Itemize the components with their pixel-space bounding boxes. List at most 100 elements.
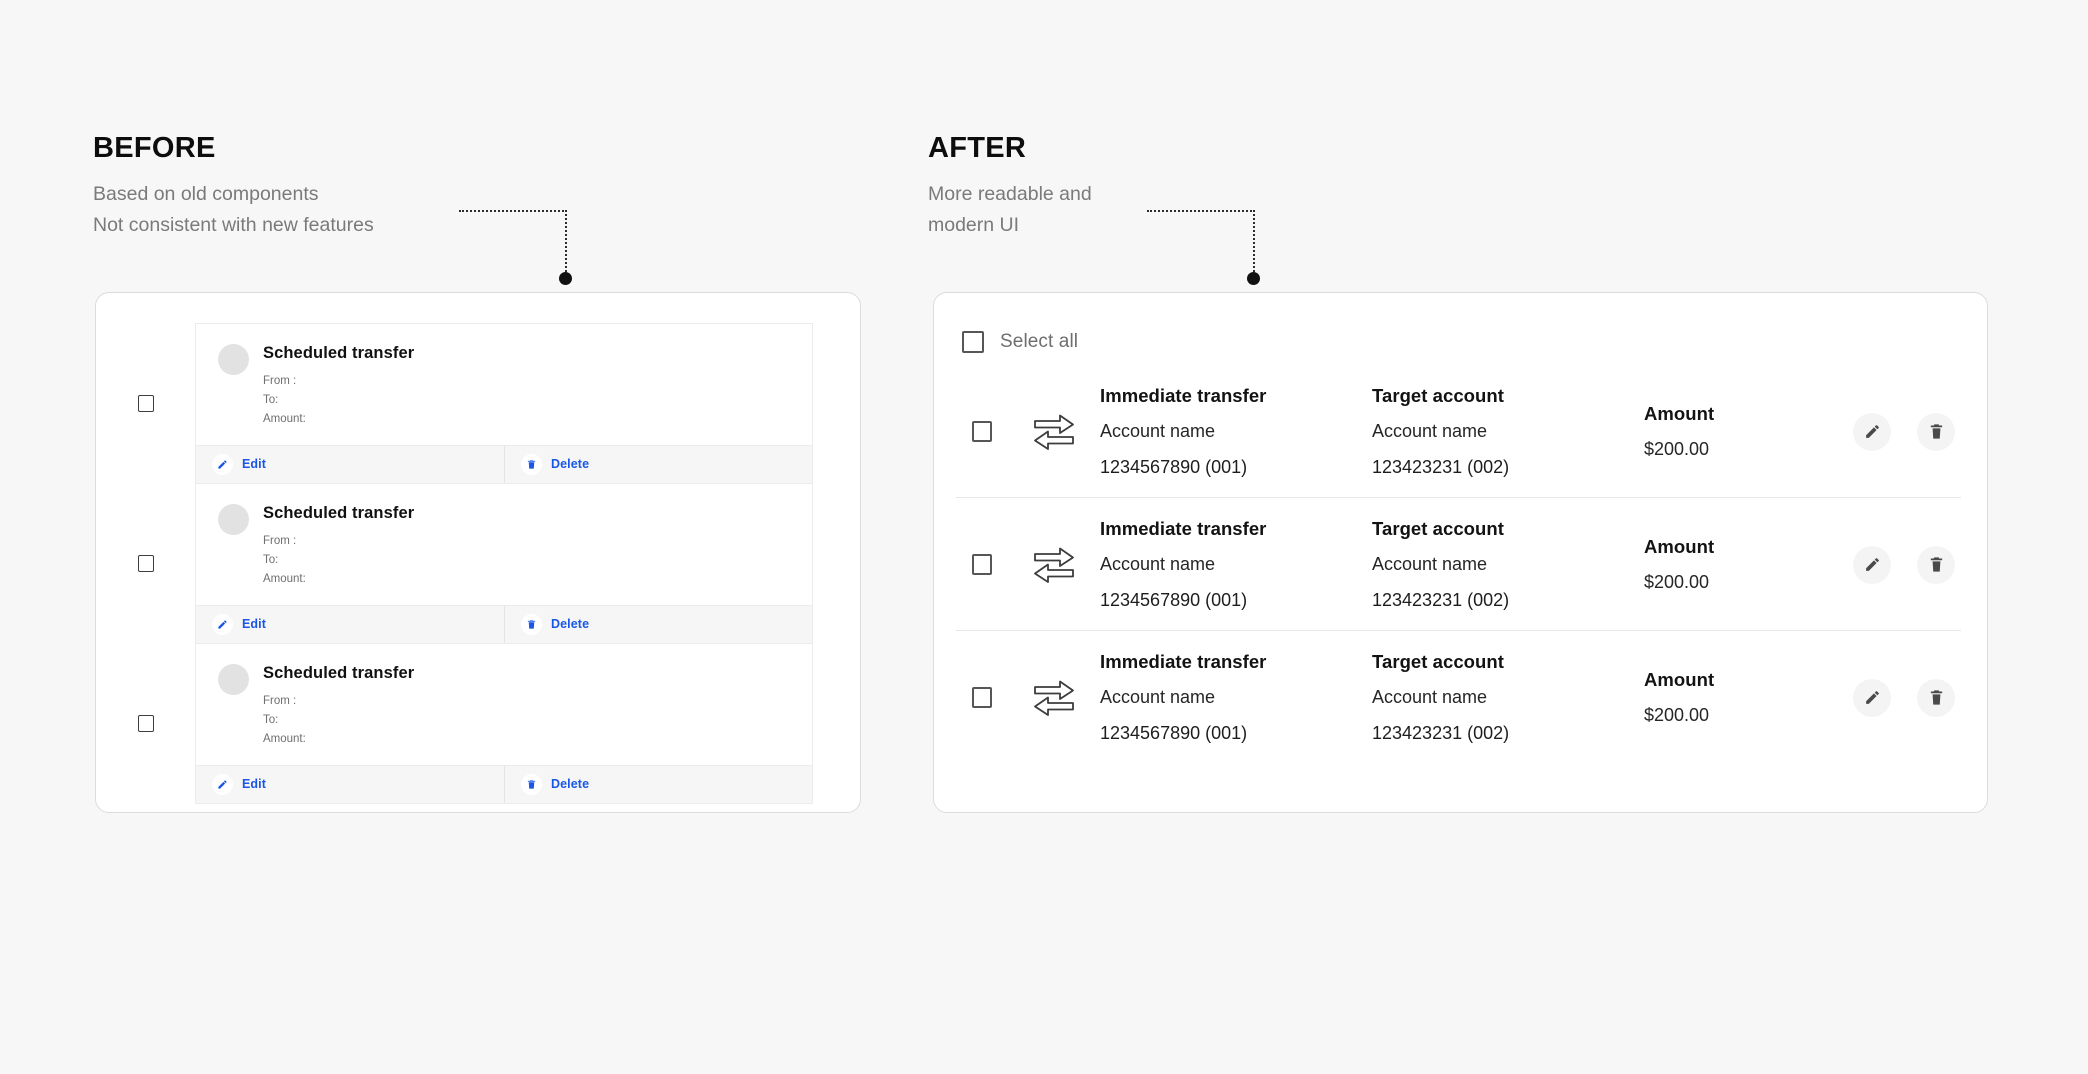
before-transfer-card: Scheduled transfer From : To: Amount: Ed…	[196, 483, 812, 643]
select-all-checkbox[interactable]	[962, 331, 984, 353]
list-item[interactable]: Scheduled transfer From : To: Amount: Ed…	[96, 483, 860, 643]
avatar	[218, 503, 249, 535]
delete-label: Delete	[551, 457, 590, 471]
after-row-checkbox-cell	[956, 687, 1008, 708]
target-account-header: Target account	[1372, 651, 1504, 672]
edit-label: Edit	[242, 617, 267, 631]
source-account-name: Account name	[1100, 421, 1216, 441]
before-subtitle: Based on old components Not consistent w…	[93, 183, 374, 236]
edit-button[interactable]	[1853, 412, 1891, 451]
amount-value: $200.00	[1644, 705, 1710, 725]
before-card-footer: Edit Delete	[196, 764, 812, 803]
transfer-amount-label: Amount:	[263, 412, 306, 425]
amount-value: $200.00	[1644, 572, 1710, 592]
transfer-amount-label: Amount:	[263, 732, 306, 745]
edit-button[interactable]: Edit	[196, 766, 504, 803]
transfer-type: Immediate transfer	[1100, 518, 1267, 539]
target-account-column: Target account Account name 123423231 (0…	[1372, 385, 1644, 478]
pointer-vertical-line	[1253, 210, 1255, 276]
transfer-from-label: From :	[263, 534, 297, 547]
delete-button[interactable]: Delete	[504, 445, 812, 483]
target-account-name: Account name	[1372, 687, 1488, 707]
delete-button[interactable]: Delete	[504, 765, 812, 803]
target-account-name: Account name	[1372, 421, 1488, 441]
row-checkbox[interactable]	[972, 421, 992, 442]
pencil-icon	[1864, 423, 1881, 440]
row-checkbox[interactable]	[138, 394, 154, 412]
edit-button[interactable]: Edit	[196, 446, 504, 483]
edit-button[interactable]: Edit	[196, 606, 504, 643]
pointer-vertical-line	[565, 210, 567, 276]
row-checkbox[interactable]	[138, 554, 154, 572]
edit-label: Edit	[242, 777, 267, 791]
delete-button[interactable]	[1917, 545, 1955, 584]
target-account-number: 123423231 (002)	[1372, 723, 1510, 743]
amount-value: $200.00	[1644, 439, 1710, 459]
delete-button[interactable]	[1917, 678, 1955, 717]
pointer-dot	[1247, 272, 1260, 285]
list-item[interactable]: Scheduled transfer From : To: Amount: Ed…	[96, 643, 860, 803]
trash-icon	[1928, 423, 1945, 440]
edit-button[interactable]	[1853, 545, 1891, 584]
target-account-column: Target account Account name 123423231 (0…	[1372, 651, 1644, 744]
transfer-to-label: To:	[263, 553, 279, 566]
row-checkbox[interactable]	[972, 554, 992, 575]
amount-header: Amount	[1644, 536, 1715, 557]
source-account-name: Account name	[1100, 687, 1216, 707]
edit-label: Edit	[242, 457, 267, 471]
transfer-exchange-icon	[1008, 544, 1100, 586]
amount-column: Amount $200.00	[1644, 669, 1821, 726]
before-row-checkbox-cell	[96, 554, 196, 572]
table-row[interactable]: Immediate transfer Account name 12345678…	[934, 498, 1987, 631]
transfer-type: Immediate transfer	[1100, 651, 1267, 672]
avatar	[218, 343, 249, 375]
after-subtitle: More readable and modern UI	[928, 183, 1092, 236]
before-transfer-card: Scheduled transfer From : To: Amount: Ed…	[196, 323, 812, 483]
trash-icon	[1928, 689, 1945, 706]
before-card-texts: Scheduled transfer From : To: Amount:	[263, 662, 414, 749]
transfer-title: Scheduled transfer	[263, 343, 415, 362]
amount-header: Amount	[1644, 403, 1715, 424]
amount-column: Amount $200.00	[1644, 403, 1821, 460]
before-card-footer: Edit Delete	[196, 444, 812, 483]
row-divider	[956, 630, 1961, 631]
before-row-checkbox-cell	[96, 714, 196, 732]
edit-button[interactable]	[1853, 678, 1891, 717]
delete-button[interactable]	[1917, 412, 1955, 451]
delete-label: Delete	[551, 777, 590, 791]
delete-label: Delete	[551, 617, 590, 631]
row-actions	[1821, 412, 1961, 451]
avatar	[218, 663, 249, 695]
before-card-texts: Scheduled transfer From : To: Amount:	[263, 342, 414, 429]
pointer-horizontal-line	[459, 210, 567, 212]
transfer-title: Scheduled transfer	[263, 663, 415, 682]
row-checkbox[interactable]	[138, 714, 154, 732]
target-account-header: Target account	[1372, 385, 1504, 406]
after-section-header: AFTER More readable and modern UI	[928, 131, 1092, 241]
target-account-name: Account name	[1372, 554, 1488, 574]
transfer-from-label: From :	[263, 374, 297, 387]
source-account-number: 1234567890 (001)	[1100, 457, 1248, 477]
amount-header: Amount	[1644, 669, 1715, 690]
trash-icon	[521, 453, 542, 475]
before-card-body: Scheduled transfer From : To: Amount:	[196, 484, 812, 605]
transfer-title: Scheduled transfer	[263, 503, 415, 522]
table-row[interactable]: Immediate transfer Account name 12345678…	[934, 365, 1987, 498]
after-transfer-list: Immediate transfer Account name 12345678…	[934, 365, 1987, 764]
target-account-number: 123423231 (002)	[1372, 590, 1510, 610]
before-card-footer: Edit Delete	[196, 604, 812, 643]
target-account-header: Target account	[1372, 518, 1504, 539]
row-checkbox[interactable]	[972, 687, 992, 708]
row-actions	[1821, 678, 1961, 717]
pencil-icon	[212, 453, 233, 475]
target-account-number: 123423231 (002)	[1372, 457, 1510, 477]
transfer-type: Immediate transfer	[1100, 385, 1267, 406]
before-panel: Scheduled transfer From : To: Amount: Ed…	[95, 292, 861, 813]
pencil-icon	[212, 773, 233, 795]
table-row[interactable]: Immediate transfer Account name 12345678…	[934, 631, 1987, 764]
select-all-row[interactable]: Select all	[934, 293, 1987, 365]
delete-button[interactable]: Delete	[504, 605, 812, 643]
list-item[interactable]: Scheduled transfer From : To: Amount: Ed…	[96, 323, 860, 483]
row-divider	[956, 497, 1961, 498]
